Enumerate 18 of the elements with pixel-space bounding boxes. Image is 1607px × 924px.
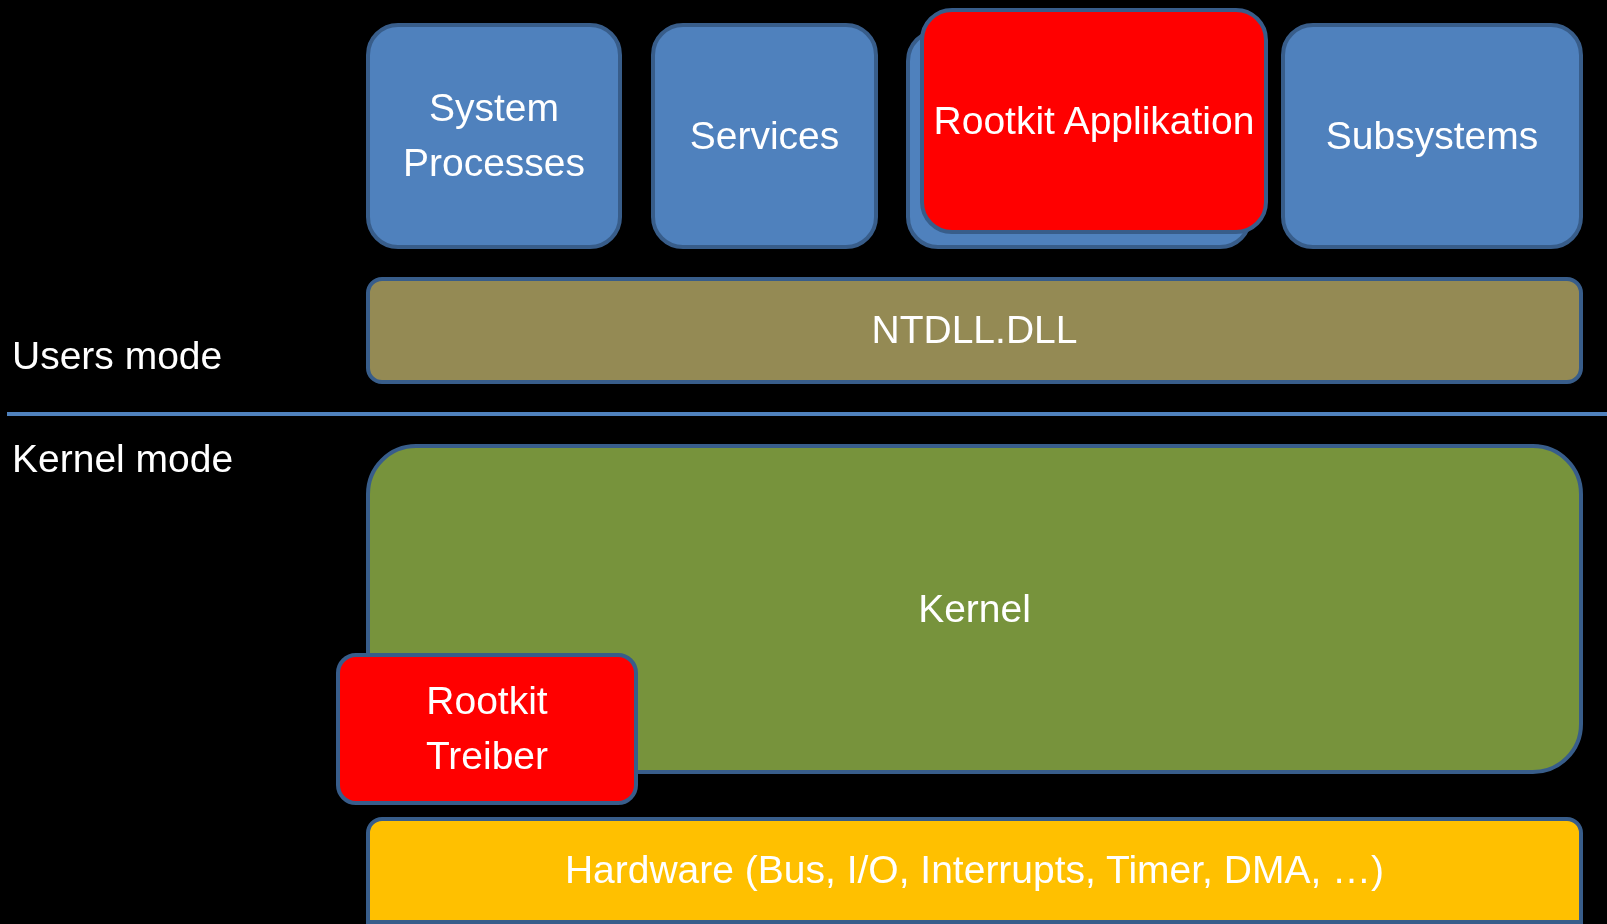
layer-label: Kernel: [917, 585, 1032, 632]
layer-box: [366, 817, 1583, 924]
mode-label: Users mode: [12, 334, 223, 378]
layer-box: [366, 277, 1583, 384]
layer-box: [1281, 23, 1583, 249]
layer-label: Rootkit Applikation: [932, 97, 1256, 144]
layer-label: NTDLL.DLL: [870, 307, 1079, 354]
layer-label: Services: [688, 112, 841, 159]
mode-label: Kernel mode: [12, 437, 234, 481]
layer-box: [366, 444, 1583, 774]
stacked-box: [906, 8, 1268, 249]
layer-label: System Processes: [401, 85, 587, 186]
layer-label: Hardware (Bus, I/O, Interrupts, Timer, DMA, …): [563, 847, 1386, 894]
layer-box: [651, 23, 878, 249]
layer-box: [366, 23, 622, 249]
layer-label: Subsystems: [1324, 112, 1540, 159]
layer-box: [336, 653, 638, 805]
layer-label: Rootkit Treiber: [424, 678, 550, 779]
